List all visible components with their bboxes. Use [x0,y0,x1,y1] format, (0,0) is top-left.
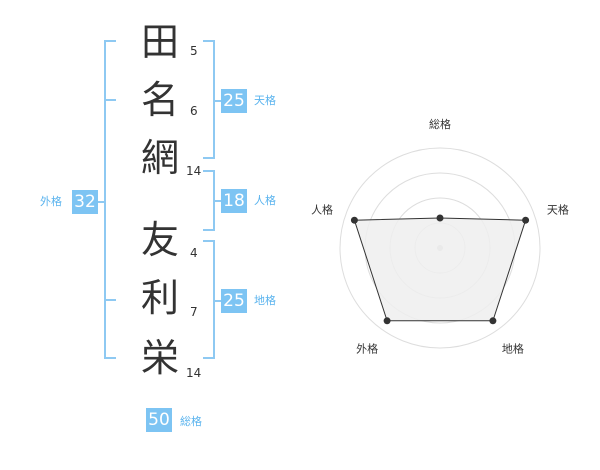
stroke-count-2: 6 [190,104,198,118]
tenkaku-bracket-top-tick [203,40,215,42]
radar-point-2 [522,216,530,224]
soukaku-label: 総格 [180,415,202,428]
stroke-count-1: 5 [190,44,198,58]
radar-ring-4 [339,147,541,349]
soukaku-value-badge: 50 [146,408,172,432]
name-char-3: 網 [140,136,179,180]
stroke-count-3: 14 [186,164,202,178]
chikaku-bracket-bottom-tick [203,357,215,359]
chikaku-bracket-top-tick [203,240,215,242]
radar-axis-label-3: 地格 [502,341,524,355]
chikaku-label: 地格 [254,294,276,307]
gaikaku-bracket-vertical [104,40,106,359]
gaikaku-bracket-top-tick [104,40,116,42]
name-char-4: 友 [140,218,179,262]
jinkaku-bracket-vertical [213,170,215,231]
gaikaku-label: 外格 [40,195,62,208]
radar-axis-label-4: 外格 [356,341,378,355]
gaikaku-bracket-tick-5 [104,299,116,301]
name-char-2: 名 [140,78,179,122]
stroke-count-4: 4 [190,246,198,260]
name-char-5: 利 [140,276,179,320]
tenkaku-bracket-bottom-tick [203,157,215,159]
radar-point-3 [489,317,497,325]
jinkaku-value-badge: 18 [221,189,247,213]
stroke-count-5: 7 [190,305,198,319]
radar-axis-label-2: 天格 [547,203,569,217]
stroke-count-6: 14 [186,366,202,380]
tenkaku-label: 天格 [254,94,276,107]
chikaku-bracket-vertical [213,240,215,359]
radar-axis-label-1: 総格 [429,117,451,131]
gaikaku-bracket-tick-2 [104,99,116,101]
name-char-1: 田 [140,20,179,64]
chikaku-bracket-connector [215,300,221,302]
radar-point-5 [350,216,358,224]
jinkaku-label: 人格 [254,194,276,207]
name-char-6: 栄 [140,336,179,380]
jinkaku-bracket-connector [215,200,221,202]
gaikaku-value-badge: 32 [72,190,98,214]
gaikaku-bracket-connector [96,201,104,203]
radar-point-1 [436,214,444,222]
jinkaku-bracket-bottom-tick [203,229,215,231]
tenkaku-bracket-vertical [213,40,215,159]
jinkaku-bracket-top-tick [203,170,215,172]
radar-axis-label-5: 人格 [311,203,333,217]
radar-point-4 [383,317,391,325]
gaikaku-bracket-bottom-tick [104,357,116,359]
radar-series-polygon [353,217,527,322]
tenkaku-value-badge: 25 [221,89,247,113]
chikaku-value-badge: 25 [221,289,247,313]
tenkaku-bracket-connector [215,100,221,102]
